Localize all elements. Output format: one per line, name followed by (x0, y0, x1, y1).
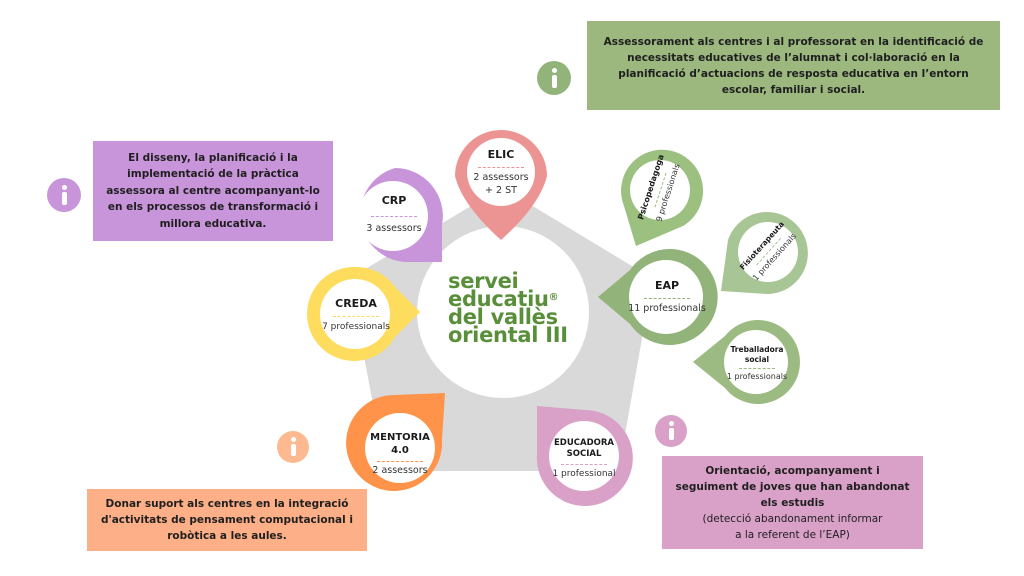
info-mentoria-line-1: Donar suport als centres en la integraci… (105, 498, 349, 510)
info-box-crp: El disseny, la planificació i la impleme… (93, 141, 333, 241)
node-crp-title: CRP (381, 194, 407, 208)
node-mentoria-title-2: 4.0 (391, 445, 409, 457)
info-crp-line-3: assessora al centre acompanyant-lo (106, 184, 320, 197)
node-creda[interactable]: CREDA 7 professionals (318, 290, 394, 340)
divider (333, 315, 379, 317)
pin-treballadora (693, 319, 800, 404)
info-educadora-line-1: Orientació, acompanyament i (705, 464, 880, 477)
servei-educatiu-logo: servei educatiu® del vallès oriental III (448, 269, 568, 347)
pin-elic (455, 130, 547, 240)
node-mentoria-title-1: MENTORIA (370, 431, 430, 443)
pin-mentoria (346, 393, 445, 491)
divider (377, 460, 423, 462)
node-elic-title: ELIC (487, 148, 515, 162)
logo-line-2: educatiu® (448, 287, 559, 311)
info-icon-educadora[interactable] (655, 415, 687, 447)
node-crp[interactable]: CRP 3 assessors (358, 186, 430, 244)
info-educadora-line-2: seguiment de joves que han abandonat (675, 480, 910, 493)
node-eap-title: EAP (654, 278, 680, 292)
info-eap-line-3: planificació d’actuacions de resposta ed… (618, 67, 969, 80)
divider (644, 297, 690, 299)
pin-educadora (536, 406, 633, 506)
divider (739, 367, 775, 369)
info-eap-line-1: Assessorament als centres i al professor… (603, 35, 984, 48)
node-eap-sub: 11 professionals (628, 302, 706, 314)
logo-line-4: oriental III (448, 323, 568, 347)
info-eap-line-2: necessitats educatives de l’alumnat i co… (627, 51, 960, 64)
divider (478, 167, 524, 169)
info-icon-eap[interactable] (537, 61, 571, 95)
info-educadora-note-2: a la referent de l’EAP) (735, 528, 850, 541)
info-crp-line-1: El disseny, la planificació i la (128, 151, 298, 164)
node-creda-title: CREDA (335, 297, 377, 310)
node-creda-sub: 7 professionals (322, 321, 390, 332)
node-educadora-social[interactable]: EDUCADORA SOCIAL 1 professional (546, 434, 622, 484)
divider (371, 216, 417, 218)
logo-line-3: del vallès (448, 305, 558, 329)
info-box-educadora: Orientació, acompanyament i seguiment de… (662, 456, 923, 549)
info-icon-mentoria[interactable] (277, 431, 309, 463)
divider (561, 463, 607, 465)
logo-line-1: servei (448, 269, 519, 293)
node-crp-sub: 3 assessors (366, 223, 422, 235)
node-treballadora-sub: 1 professionals (726, 371, 788, 381)
node-educadora-title-2: SOCIAL (566, 449, 602, 460)
node-eap[interactable]: EAP 11 professionals (626, 272, 708, 322)
node-treballadora-title-2: social (744, 355, 770, 365)
info-box-mentoria: Donar suport als centres en la integraci… (87, 489, 367, 551)
node-mentoria[interactable]: MENTORIA 4.0 2 assessors (362, 426, 438, 482)
node-educadora-sub: 1 professional (552, 468, 616, 479)
info-educadora-line-3: els estudis (760, 496, 825, 509)
node-treballadora-title-1: Treballadora (730, 345, 784, 355)
node-elic-sub-2: + 2 ST (485, 184, 517, 196)
info-educadora-note-1: (detecció abandonament informar (702, 512, 883, 525)
pin-eap (598, 249, 718, 345)
info-mentoria-line-2: d'activitats de pensament computacional … (100, 514, 353, 526)
pin-creda (307, 266, 420, 361)
node-treballadora-social[interactable]: Treballadora social 1 professionals (722, 340, 792, 388)
node-elic[interactable]: ELIC 2 assessors + 2 ST (465, 140, 537, 206)
central-circle (417, 226, 589, 398)
info-icon-crp[interactable] (47, 178, 81, 212)
registered-mark: ® (548, 292, 559, 303)
pin-fisioterapeuta (721, 212, 808, 294)
node-elic-sub-1: 2 assessors (473, 172, 529, 184)
pin-psicopedagoga (621, 149, 704, 246)
node-mentoria-sub: 2 assessors (372, 464, 428, 476)
pin-crp (358, 168, 443, 262)
info-box-eap: Assessorament als centres i al professor… (587, 21, 1000, 110)
info-eap-line-4: escolar, familiar i social. (721, 83, 866, 96)
info-mentoria-line-3: robòtica a les aules. (167, 530, 287, 542)
info-crp-line-5: millora educativa. (159, 217, 267, 230)
node-educadora-title-1: EDUCADORA (554, 437, 614, 448)
info-crp-line-4: en els processos de transformació i (107, 201, 319, 214)
info-crp-line-2: implementació de la pràctica (127, 168, 299, 181)
